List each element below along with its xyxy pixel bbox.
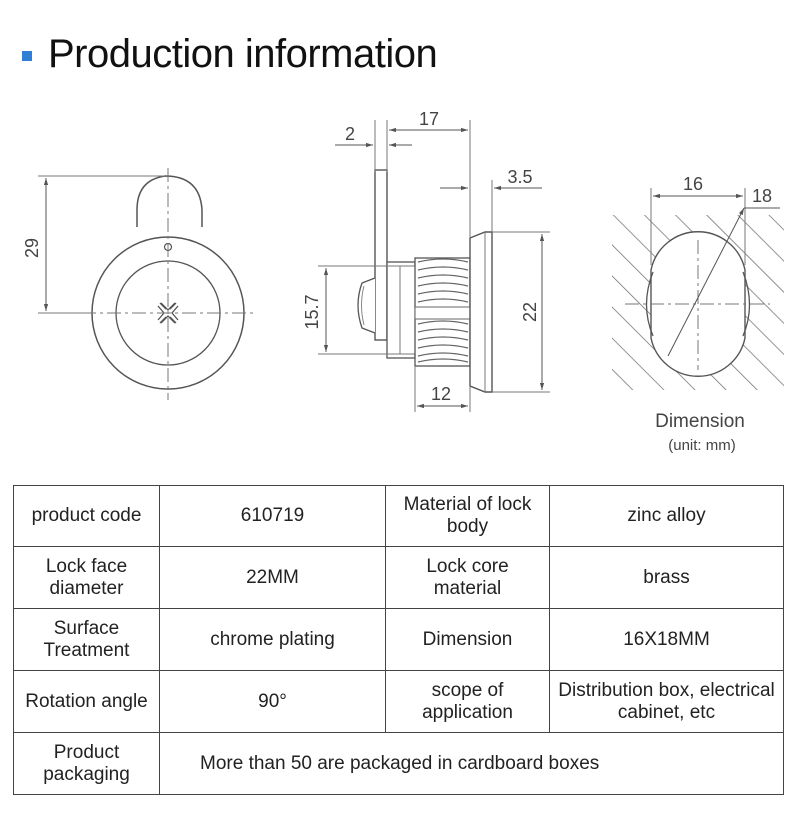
dim-29: 29	[22, 238, 42, 258]
spec-label: Surface Treatment	[13, 608, 160, 671]
unit-caption: (unit: mm)	[668, 437, 736, 454]
spec-value: 610719	[159, 485, 386, 547]
spec-value: 16X18MM	[549, 608, 784, 671]
cutout-view: 16 18 Dimension (unit: mm)	[612, 174, 784, 454]
spec-label: product code	[13, 485, 160, 547]
technical-drawing: 29	[0, 100, 800, 470]
spec-value: 22MM	[159, 546, 386, 609]
dim-12: 12	[431, 384, 451, 404]
spec-label: Dimension	[385, 608, 550, 671]
page-title: Production information	[48, 31, 438, 76]
spec-label: Lock core material	[385, 546, 550, 609]
dim-16: 16	[683, 174, 703, 194]
spec-value: More than 50 are packaged in cardboard b…	[159, 732, 784, 795]
front-view-tab	[136, 175, 203, 227]
spec-value: brass	[549, 546, 784, 609]
table-row: Lock face diameter 22MM Lock core materi…	[13, 546, 784, 609]
spec-value: chrome plating	[159, 608, 386, 671]
dim-3-5: 3.5	[507, 167, 532, 187]
spec-label: Product packaging	[13, 732, 160, 795]
table-row: Product packaging More than 50 are packa…	[13, 732, 784, 795]
dim-17: 17	[419, 109, 439, 129]
dimension-caption: Dimension	[655, 411, 745, 432]
page-header: Production information	[22, 28, 438, 80]
dim-22: 22	[520, 302, 540, 322]
dim-18: 18	[752, 186, 772, 206]
spec-value: zinc alloy	[549, 485, 784, 547]
side-view-flange	[469, 231, 493, 393]
header-bullet-icon	[22, 51, 32, 61]
front-view: 29	[22, 168, 256, 400]
table-row: product code 610719 Material of lock bod…	[13, 485, 784, 547]
spec-value: 90°	[159, 670, 386, 733]
technical-drawing-svg: 29	[22, 109, 784, 454]
spec-label: Lock face diameter	[13, 546, 160, 609]
dim-15-7: 15.7	[302, 294, 322, 329]
spec-table: product code 610719 Material of lock bod…	[13, 485, 784, 795]
spec-label: scope of application	[385, 670, 550, 733]
side-view: 2 17 3.5 15.7 22 12	[302, 109, 550, 412]
spec-value: Distribution box, electrical cabinet, et…	[549, 670, 784, 733]
table-row: Rotation angle 90° scope of application …	[13, 670, 784, 733]
side-view-plate	[374, 169, 388, 341]
spec-label: Rotation angle	[13, 670, 160, 733]
spec-label: Material of lock body	[385, 485, 550, 547]
dim-2: 2	[345, 124, 355, 144]
table-row: Surface Treatment chrome plating Dimensi…	[13, 608, 784, 671]
